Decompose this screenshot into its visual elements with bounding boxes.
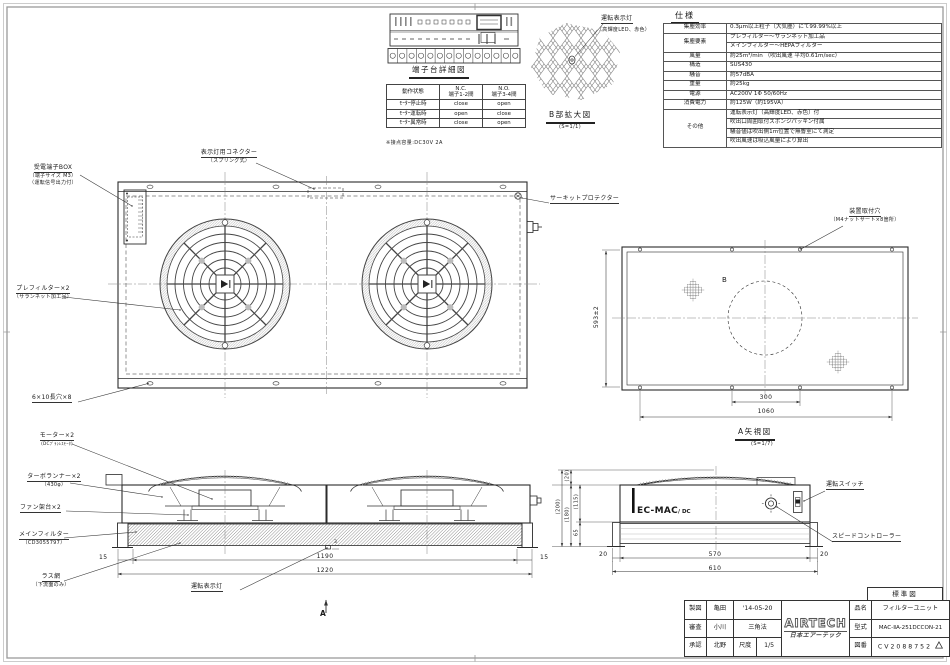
turbo-runner-label: ターボランナー×2 （430φ） (27, 473, 81, 489)
circuit-protector-label: サーキットプロテクター (550, 195, 620, 205)
operation-state-table: 動作状態 N.C.端子1-2間 N.O.端子3-4間 ﾓｰﾀｰ停止時 close… (386, 83, 526, 129)
fan-guard-right (361, 218, 493, 350)
model-label: 型式 (849, 618, 872, 638)
dim-15-left: 15 (99, 554, 108, 561)
dim-15-right: 15 (540, 554, 549, 561)
dim-20-right: 20 (820, 551, 829, 558)
b-detail-mesh (531, 23, 620, 100)
approved-label: 承認 (684, 637, 707, 657)
power-terminal-box (123, 189, 147, 245)
a-arrow-view (612, 240, 918, 398)
dim-20-top: (20) (564, 469, 571, 482)
slot-label: 6×10長穴×8 (32, 394, 72, 404)
scale-value: 1/5 (756, 637, 782, 657)
drawn-name: 亀田 (705, 600, 735, 620)
side-elevation (607, 466, 823, 552)
run-indicator-led (325, 545, 331, 550)
b-detail-title: B部拡大図 (546, 109, 595, 124)
dim-300: 300 (759, 394, 773, 401)
circuit-protector-symbol (514, 192, 522, 200)
checked-label: 審査 (684, 618, 707, 638)
main-filter-section (127, 523, 523, 546)
brand-logo: EC-MAC/ DC (637, 506, 691, 516)
run-light-label: 運転表示灯 (191, 583, 223, 593)
company-logo: AIRTECH 日本エアーテック (780, 600, 851, 657)
dim-610: 610 (708, 565, 722, 572)
drawing-number-label: 図番 (849, 637, 872, 657)
a-view-title: A矢視図 (735, 426, 775, 441)
terminal-detail-title: 端子台詳細図 (409, 64, 469, 79)
dimension-lines (117, 249, 893, 613)
a-view-scale: (S=1/7) (751, 441, 774, 447)
op-col-nc: N.C. (455, 86, 467, 92)
b-section-mark: B (722, 276, 728, 284)
front-elevation (105, 470, 542, 555)
dim-115: (115) (573, 493, 580, 510)
power-box-label: 受電端子BOX （端子サイズ M3） （運転信号出力付） (29, 164, 77, 186)
projection-method: 三角法 (733, 618, 782, 638)
leader-lines (63, 162, 844, 591)
table-row: ﾓｰﾀｰ運転時 open close (386, 108, 526, 119)
main-filter-label: メインフィルター （CD3055797） (18, 531, 70, 547)
part-name-label: 品名 (849, 600, 872, 620)
side-fitting (526, 221, 542, 233)
scale-label: 尺度 (733, 637, 758, 657)
op-col-state: 動作状態 (386, 83, 440, 101)
dim-1060: 1060 (757, 408, 775, 415)
page-frame (3, 3, 947, 662)
motor-label: モーター×2 (DCﾌﾞﾗｼﾚｽﾓｰﾀ) (39, 432, 75, 447)
terminal-strip-drawing (387, 13, 521, 64)
run-switch[interactable] (793, 491, 803, 513)
indicator-connector-label: 表示灯用コネクター （スプリング式） (200, 149, 258, 165)
drawing-number-value: CV2088752 (877, 643, 933, 651)
op-col-no-sub: 端子3-4間 (491, 92, 517, 99)
dim-200: (200) (555, 498, 562, 515)
mount-hole-label: 装置取付穴 （M4ナットサート×8箇所） (830, 208, 900, 224)
op-col-no: N.O. (498, 86, 510, 92)
fan-guard-left (159, 218, 291, 350)
dim-1220: 1220 (316, 567, 334, 574)
dim-180: (180) (564, 506, 571, 523)
drawn-date: '14-05-20 (733, 600, 782, 620)
lath-label: ラス網 （下流面のみ） (32, 573, 70, 589)
fan-stand-label: ファン架台×2 (20, 504, 61, 514)
standard-drawing-badge: 標準図 (867, 587, 943, 601)
recycle-mark-icon (934, 641, 944, 652)
title-block: 製図 亀田 '14-05-20 AIRTECH 日本エアーテック 品名 フィルタ… (684, 600, 950, 657)
drawing-number-cell: CV2088752 (870, 637, 950, 657)
drawn-label: 製図 (684, 600, 707, 620)
dim-65: 65 (573, 528, 580, 537)
view-a-letter: A (320, 609, 326, 618)
b-detail-scale: (S=1/1) (559, 124, 582, 130)
run-indicator-label: 運転表示灯 (601, 15, 633, 25)
model-value: MAC-ⅡA-251DCCON-21 (870, 618, 950, 638)
spec-title: 仕様 (671, 10, 699, 23)
table-row: ﾓｰﾀｰ停止時 close open (386, 99, 526, 110)
run-switch-label: 運転スイッチ (826, 481, 864, 491)
checked-name: 小川 (705, 618, 735, 638)
prefilter-label: プレフィルター×2 （サランネット加工品） (13, 285, 73, 301)
run-indicator-sublabel: （高輝度LED、赤色） (597, 27, 651, 33)
speed-controller-knob[interactable] (761, 494, 781, 513)
contact-capacity-note: ※接点容量:DC30V 2A (386, 140, 443, 146)
dim-1190: 1190 (316, 553, 334, 560)
table-row: ﾓｰﾀｰ異常時 close open (386, 117, 526, 129)
dim-3: 3 (334, 540, 338, 545)
speed-controller-label: スピードコントローラー (832, 533, 902, 543)
plan-view (108, 172, 542, 398)
dim-20-left: 20 (599, 551, 608, 558)
dim-570: 570 (708, 551, 722, 558)
op-col-nc-sub: 端子1-2間 (448, 92, 474, 99)
indicator-connector-outline (307, 187, 344, 199)
dim-593: 593±2 (593, 305, 600, 329)
approved-name: 北野 (705, 637, 735, 657)
part-name-value: フィルターユニット (870, 600, 950, 620)
